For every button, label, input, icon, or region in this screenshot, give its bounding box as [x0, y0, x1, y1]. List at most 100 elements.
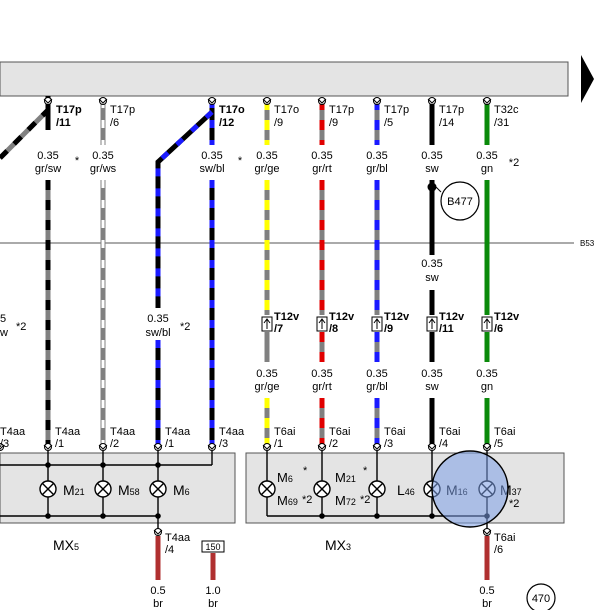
c8-color: gn: [481, 163, 493, 175]
mx3-p1-pin: /1: [274, 438, 283, 450]
lamp-l46-label: L46: [397, 482, 415, 498]
mx3-p3-pin: /3: [384, 438, 393, 450]
lamp-m6-label: M6: [173, 482, 190, 498]
mx5-p0-name: T4aa: [0, 426, 26, 438]
c1-spec: 0.35: [37, 150, 58, 162]
mx5-p3-name: T4aa: [165, 426, 191, 438]
c8-note: *2: [509, 157, 519, 169]
c6-name: T17p: [384, 104, 409, 116]
c3-lower-color: sw/bl: [145, 327, 170, 339]
m6-pin: /9: [384, 323, 393, 335]
c2-pin: /6: [110, 117, 119, 129]
c7-color: sw: [425, 163, 439, 175]
b477-label: B477: [447, 196, 473, 208]
c7-name: T17p: [439, 104, 464, 116]
b3-pin: /6: [494, 544, 503, 556]
lamp-m69-label: M69: [277, 493, 298, 508]
wire-c3: [155, 100, 215, 445]
c6-pin: /5: [384, 117, 393, 129]
mx3-p1-name: T6ai: [274, 426, 295, 438]
w5-spec: 0.35: [311, 368, 332, 380]
c1-pin: /11: [56, 117, 71, 129]
highlight-circle: [431, 450, 509, 528]
c8-name: T32c: [494, 104, 519, 116]
mx3-module-label: MX3: [325, 537, 351, 553]
w8-color: gn: [481, 381, 493, 393]
b1-color: br: [153, 598, 163, 610]
mx5-p1-pin: /1: [55, 438, 64, 450]
lower-wire-specs: 0.35 gr/ge 0.35 gr/rt 0.35 gr/bl 0.35 sw…: [254, 368, 497, 393]
lamp-m58-icon: [94, 480, 112, 498]
module-pin-terminals: [0, 443, 492, 451]
lamp-m21-note: *: [363, 465, 368, 477]
b477-junction: B477: [427, 181, 480, 221]
w6-spec: 0.35: [366, 368, 387, 380]
m8-pin: /6: [494, 323, 503, 335]
m8-name: T12v: [494, 311, 520, 323]
bottom-b3: T6ai /6 0.5 br: [479, 528, 515, 610]
wire-c1: [0, 96, 51, 445]
m5-pin: /8: [329, 323, 338, 335]
m7-pin: /11: [439, 323, 454, 335]
lamp-m6-icon: [149, 480, 167, 498]
m7-name: T12v: [439, 311, 465, 323]
c4-pin: /9: [274, 117, 283, 129]
b3-color: br: [482, 598, 492, 610]
left-fragment-spec: 5: [0, 313, 6, 325]
mx3-module-box: [245, 452, 565, 524]
c1-note: *: [75, 155, 80, 167]
top-wire-specs: 0.35 gr/sw * 0.35 gr/ws 0.35 sw/bl * 0.3…: [35, 150, 519, 175]
top-bus-band: [0, 61, 569, 97]
c4-name: T17o: [274, 104, 299, 116]
c7-after-bus-color: sw: [425, 272, 439, 284]
b1-pin: /4: [165, 544, 174, 556]
w5-color: gr/rt: [312, 381, 332, 393]
b3-spec: 0.5: [479, 585, 494, 597]
mx3-pin-labels: T6ai /1 T6ai /2 T6ai /3 T6ai /4 T6ai /5: [274, 426, 515, 450]
m4-name: T12v: [274, 311, 300, 323]
c4-color: gr/ge: [254, 163, 279, 175]
mx5-pin-labels: T4aa /3 T4aa /1 T4aa /2 T4aa /1 T4aa /3: [0, 426, 245, 450]
page-ref-label: 470: [532, 593, 550, 605]
w4-color: gr/ge: [254, 381, 279, 393]
w8-spec: 0.35: [476, 368, 497, 380]
b1-spec: 0.5: [150, 585, 165, 597]
b1-name: T4aa: [165, 532, 191, 544]
continuation-arrow-icon: [581, 55, 594, 103]
b2-spec: 1.0: [205, 585, 220, 597]
c7-spec: 0.35: [421, 150, 442, 162]
c3-name: T17o: [219, 104, 245, 116]
lamp-m58-label: M58: [118, 482, 140, 498]
c3-color: sw/bl: [199, 163, 224, 175]
mid-connectors: T12v /7 T12v /8 T12v /9 T12v /11 T12v /6: [261, 311, 520, 335]
c2-spec: 0.35: [92, 150, 113, 162]
mx3-p5-pin: /5: [494, 438, 503, 450]
w7-spec: 0.35: [421, 368, 442, 380]
left-fragment-note: *2: [16, 321, 26, 333]
lamp-m6-m69-icon: [258, 480, 276, 498]
lamp-m37-note: *2: [509, 498, 519, 510]
mx3-p4-name: T6ai: [439, 426, 460, 438]
lamp-m21-icon: [39, 480, 57, 498]
bus-right-label: B53: [580, 239, 595, 248]
c2-color: gr/ws: [90, 163, 117, 175]
mx5-p2-name: T4aa: [110, 426, 136, 438]
lamp-l46-icon: [368, 480, 386, 498]
c3-lower-note: *2: [180, 321, 190, 333]
c8-spec: 0.35: [476, 150, 497, 162]
mx5-junction-dots: [45, 462, 161, 519]
lamp-m6-note: *: [303, 465, 308, 477]
c3-pin: /12: [219, 117, 234, 129]
m4-pin: /7: [274, 323, 283, 335]
c1-name: T17p: [56, 104, 82, 116]
mx3-p5-name: T6ai: [494, 426, 515, 438]
mx3-p2-pin: /2: [329, 438, 338, 450]
c2-name: T17p: [110, 104, 135, 116]
bottom-b1: T4aa /4 0.5 br: [150, 528, 191, 610]
c7-pin: /14: [439, 117, 454, 129]
mx5-p0-pin: /3: [0, 438, 9, 450]
left-fragment-color: w: [0, 327, 8, 339]
lamp-m6-label-mx3: M6: [277, 470, 293, 485]
c5-spec: 0.35: [311, 150, 332, 162]
c8-pin: /31: [494, 117, 509, 129]
